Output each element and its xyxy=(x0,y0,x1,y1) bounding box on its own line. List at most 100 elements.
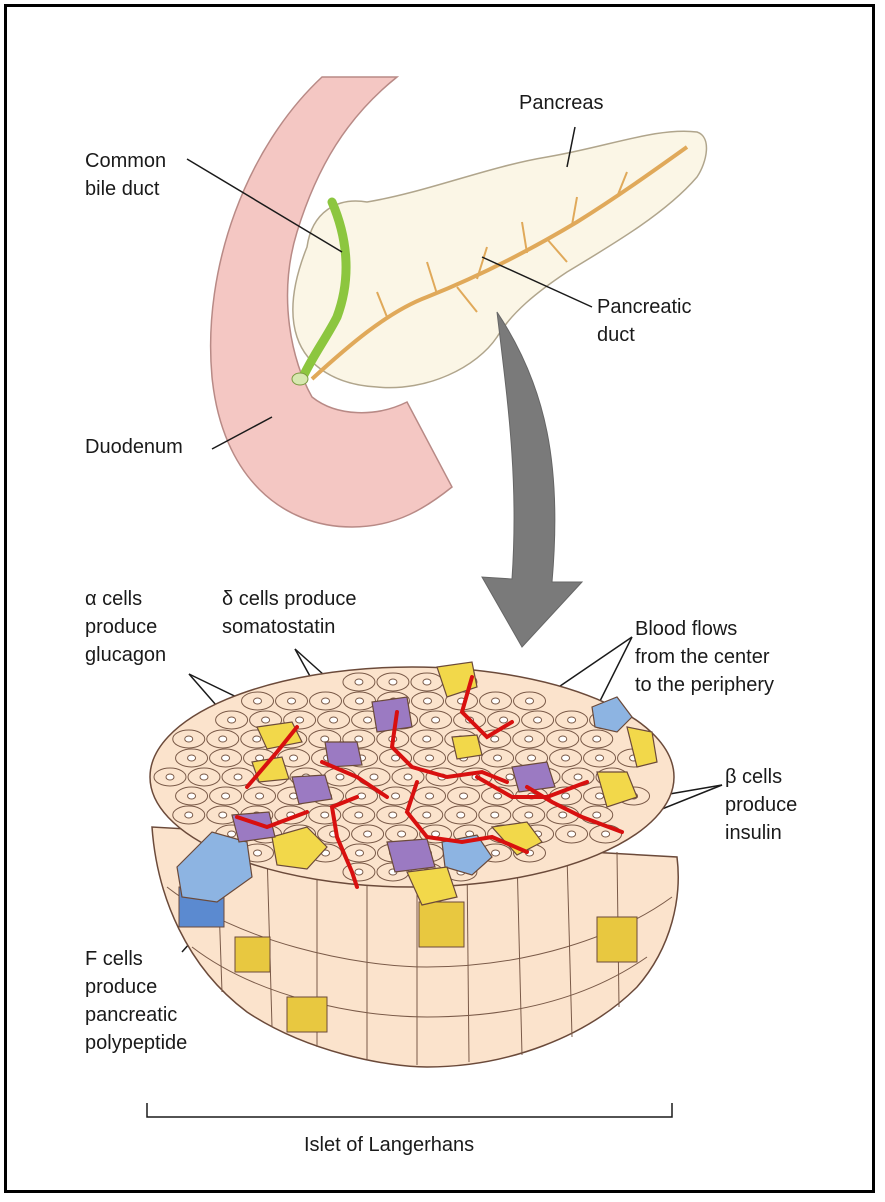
cell-nucleus xyxy=(492,698,500,704)
cell-nucleus xyxy=(188,793,196,799)
beta-cell xyxy=(452,735,482,759)
pancreas xyxy=(293,131,707,387)
cell-nucleus xyxy=(423,679,431,685)
label-common-bile-duct: Common bile duct xyxy=(85,147,166,203)
cell-nucleus xyxy=(219,736,227,742)
cell-nucleus xyxy=(253,736,261,742)
cell-nucleus xyxy=(222,793,230,799)
label-f-cells: F cells produce pancreatic polypeptide xyxy=(85,945,187,1057)
cell-nucleus xyxy=(506,774,514,780)
cell-nucleus xyxy=(336,774,344,780)
cell-nucleus xyxy=(432,717,440,723)
label-alpha-cells: α cells produce glucagon xyxy=(85,585,166,669)
cell-nucleus xyxy=(330,717,338,723)
cell-nucleus xyxy=(574,774,582,780)
cell-nucleus xyxy=(568,717,576,723)
cell-nucleus xyxy=(424,698,432,704)
cell-nucleus xyxy=(596,793,604,799)
label-beta-cells: β cells produce insulin xyxy=(725,763,797,847)
cell-nucleus xyxy=(355,812,363,818)
beta-cell-side-1 xyxy=(419,902,464,947)
cell-nucleus xyxy=(457,812,465,818)
cell-nucleus xyxy=(562,755,570,761)
cell-nucleus xyxy=(364,717,372,723)
cell-nucleus xyxy=(228,717,236,723)
beta-cell-side-4 xyxy=(597,917,637,962)
delta-cell xyxy=(512,762,555,792)
cell-nucleus xyxy=(254,698,262,704)
cell-nucleus xyxy=(392,793,400,799)
cell-nucleus xyxy=(288,698,296,704)
cell-nucleus xyxy=(185,812,193,818)
cell-nucleus xyxy=(389,679,397,685)
cell-nucleus xyxy=(423,736,431,742)
cell-nucleus xyxy=(364,831,372,837)
cell-nucleus xyxy=(321,812,329,818)
cell-nucleus xyxy=(398,831,406,837)
cell-nucleus xyxy=(500,717,508,723)
label-blood-flow: Blood flows from the center to the perip… xyxy=(635,615,774,699)
cell-nucleus xyxy=(296,717,304,723)
cell-nucleus xyxy=(322,698,330,704)
cell-nucleus xyxy=(356,698,364,704)
cell-nucleus xyxy=(200,774,208,780)
delta-cell xyxy=(292,775,332,804)
cell-nucleus xyxy=(534,717,542,723)
cell-nucleus xyxy=(404,774,412,780)
duct-opening xyxy=(292,373,308,385)
cell-nucleus xyxy=(423,812,431,818)
cell-nucleus xyxy=(358,793,366,799)
cell-nucleus xyxy=(525,736,533,742)
cell-nucleus xyxy=(494,793,502,799)
cell-nucleus xyxy=(559,736,567,742)
cell-nucleus xyxy=(355,736,363,742)
label-pancreas: Pancreas xyxy=(519,89,604,117)
cell-nucleus xyxy=(370,774,378,780)
cell-nucleus xyxy=(492,850,500,856)
cell-nucleus xyxy=(593,736,601,742)
cell-nucleus xyxy=(596,755,604,761)
cell-nucleus xyxy=(602,831,610,837)
cell-nucleus xyxy=(254,850,262,856)
cell-nucleus xyxy=(568,831,576,837)
islet-bracket xyxy=(147,1103,672,1117)
cell-nucleus xyxy=(491,736,499,742)
cell-nucleus xyxy=(321,736,329,742)
cell-nucleus xyxy=(188,755,196,761)
cell-nucleus xyxy=(185,736,193,742)
beta-cell-side-2 xyxy=(235,937,270,972)
cell-nucleus xyxy=(228,831,236,837)
label-pancreatic-duct: Pancreatic duct xyxy=(597,293,692,349)
cell-nucleus xyxy=(426,793,434,799)
delta-cell xyxy=(387,839,435,872)
figure-frame: Pancreas Common bile duct Pancreatic duc… xyxy=(4,4,875,1193)
delta-cell xyxy=(372,697,412,732)
cell-nucleus xyxy=(166,774,174,780)
cell-nucleus xyxy=(356,850,364,856)
cell-nucleus xyxy=(219,812,227,818)
cell-nucleus xyxy=(234,774,242,780)
cell-nucleus xyxy=(256,793,264,799)
cell-nucleus xyxy=(525,812,533,818)
cell-nucleus xyxy=(526,698,534,704)
cell-nucleus xyxy=(355,679,363,685)
cell-nucleus xyxy=(426,755,434,761)
label-duodenum: Duodenum xyxy=(85,433,183,461)
cell-nucleus xyxy=(491,812,499,818)
label-islet-of-langerhans: Islet of Langerhans xyxy=(304,1131,474,1159)
beta-cell-side-3 xyxy=(287,997,327,1032)
cell-nucleus xyxy=(262,717,270,723)
cell-nucleus xyxy=(528,755,536,761)
delta-cell xyxy=(325,742,362,767)
label-delta-cells: δ cells produce somatostatin xyxy=(222,585,357,641)
cell-nucleus xyxy=(460,793,468,799)
cell-nucleus xyxy=(593,812,601,818)
cell-nucleus xyxy=(494,755,502,761)
cell-nucleus xyxy=(562,793,570,799)
cell-nucleus xyxy=(355,869,363,875)
cell-nucleus xyxy=(389,812,397,818)
cell-nucleus xyxy=(559,812,567,818)
arrow-to-islet xyxy=(482,312,582,647)
cell-nucleus xyxy=(222,755,230,761)
cell-nucleus xyxy=(290,755,298,761)
